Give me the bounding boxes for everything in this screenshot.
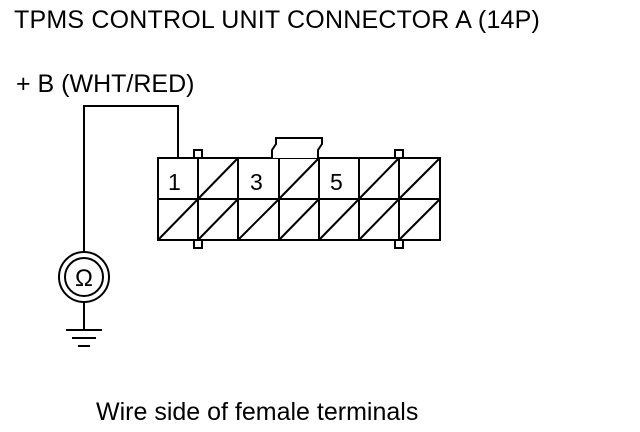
terminal-label-3: 3 [250,169,263,195]
terminal-label-1: 1 [168,169,181,195]
connector-body [157,157,441,241]
caption: Wire side of female terminals [96,398,419,426]
diagram-title: TPMS CONTROL UNIT CONNECTOR A (14P) [14,6,541,34]
ground-icon [66,329,102,347]
connector-lock-tab [271,137,323,158]
wire-label: + B (WHT/RED) [16,70,195,98]
terminal-label-5: 5 [330,169,343,195]
test-wire [83,105,179,252]
connector-guide-top-left [193,149,203,159]
connector-guide-top-right [394,149,404,159]
ohm-symbol: Ω [75,265,93,292]
connector-guide-bottom-left [193,239,203,249]
connector-guide-bottom-right [394,239,404,249]
ohmmeter-icon: Ω [58,251,110,303]
